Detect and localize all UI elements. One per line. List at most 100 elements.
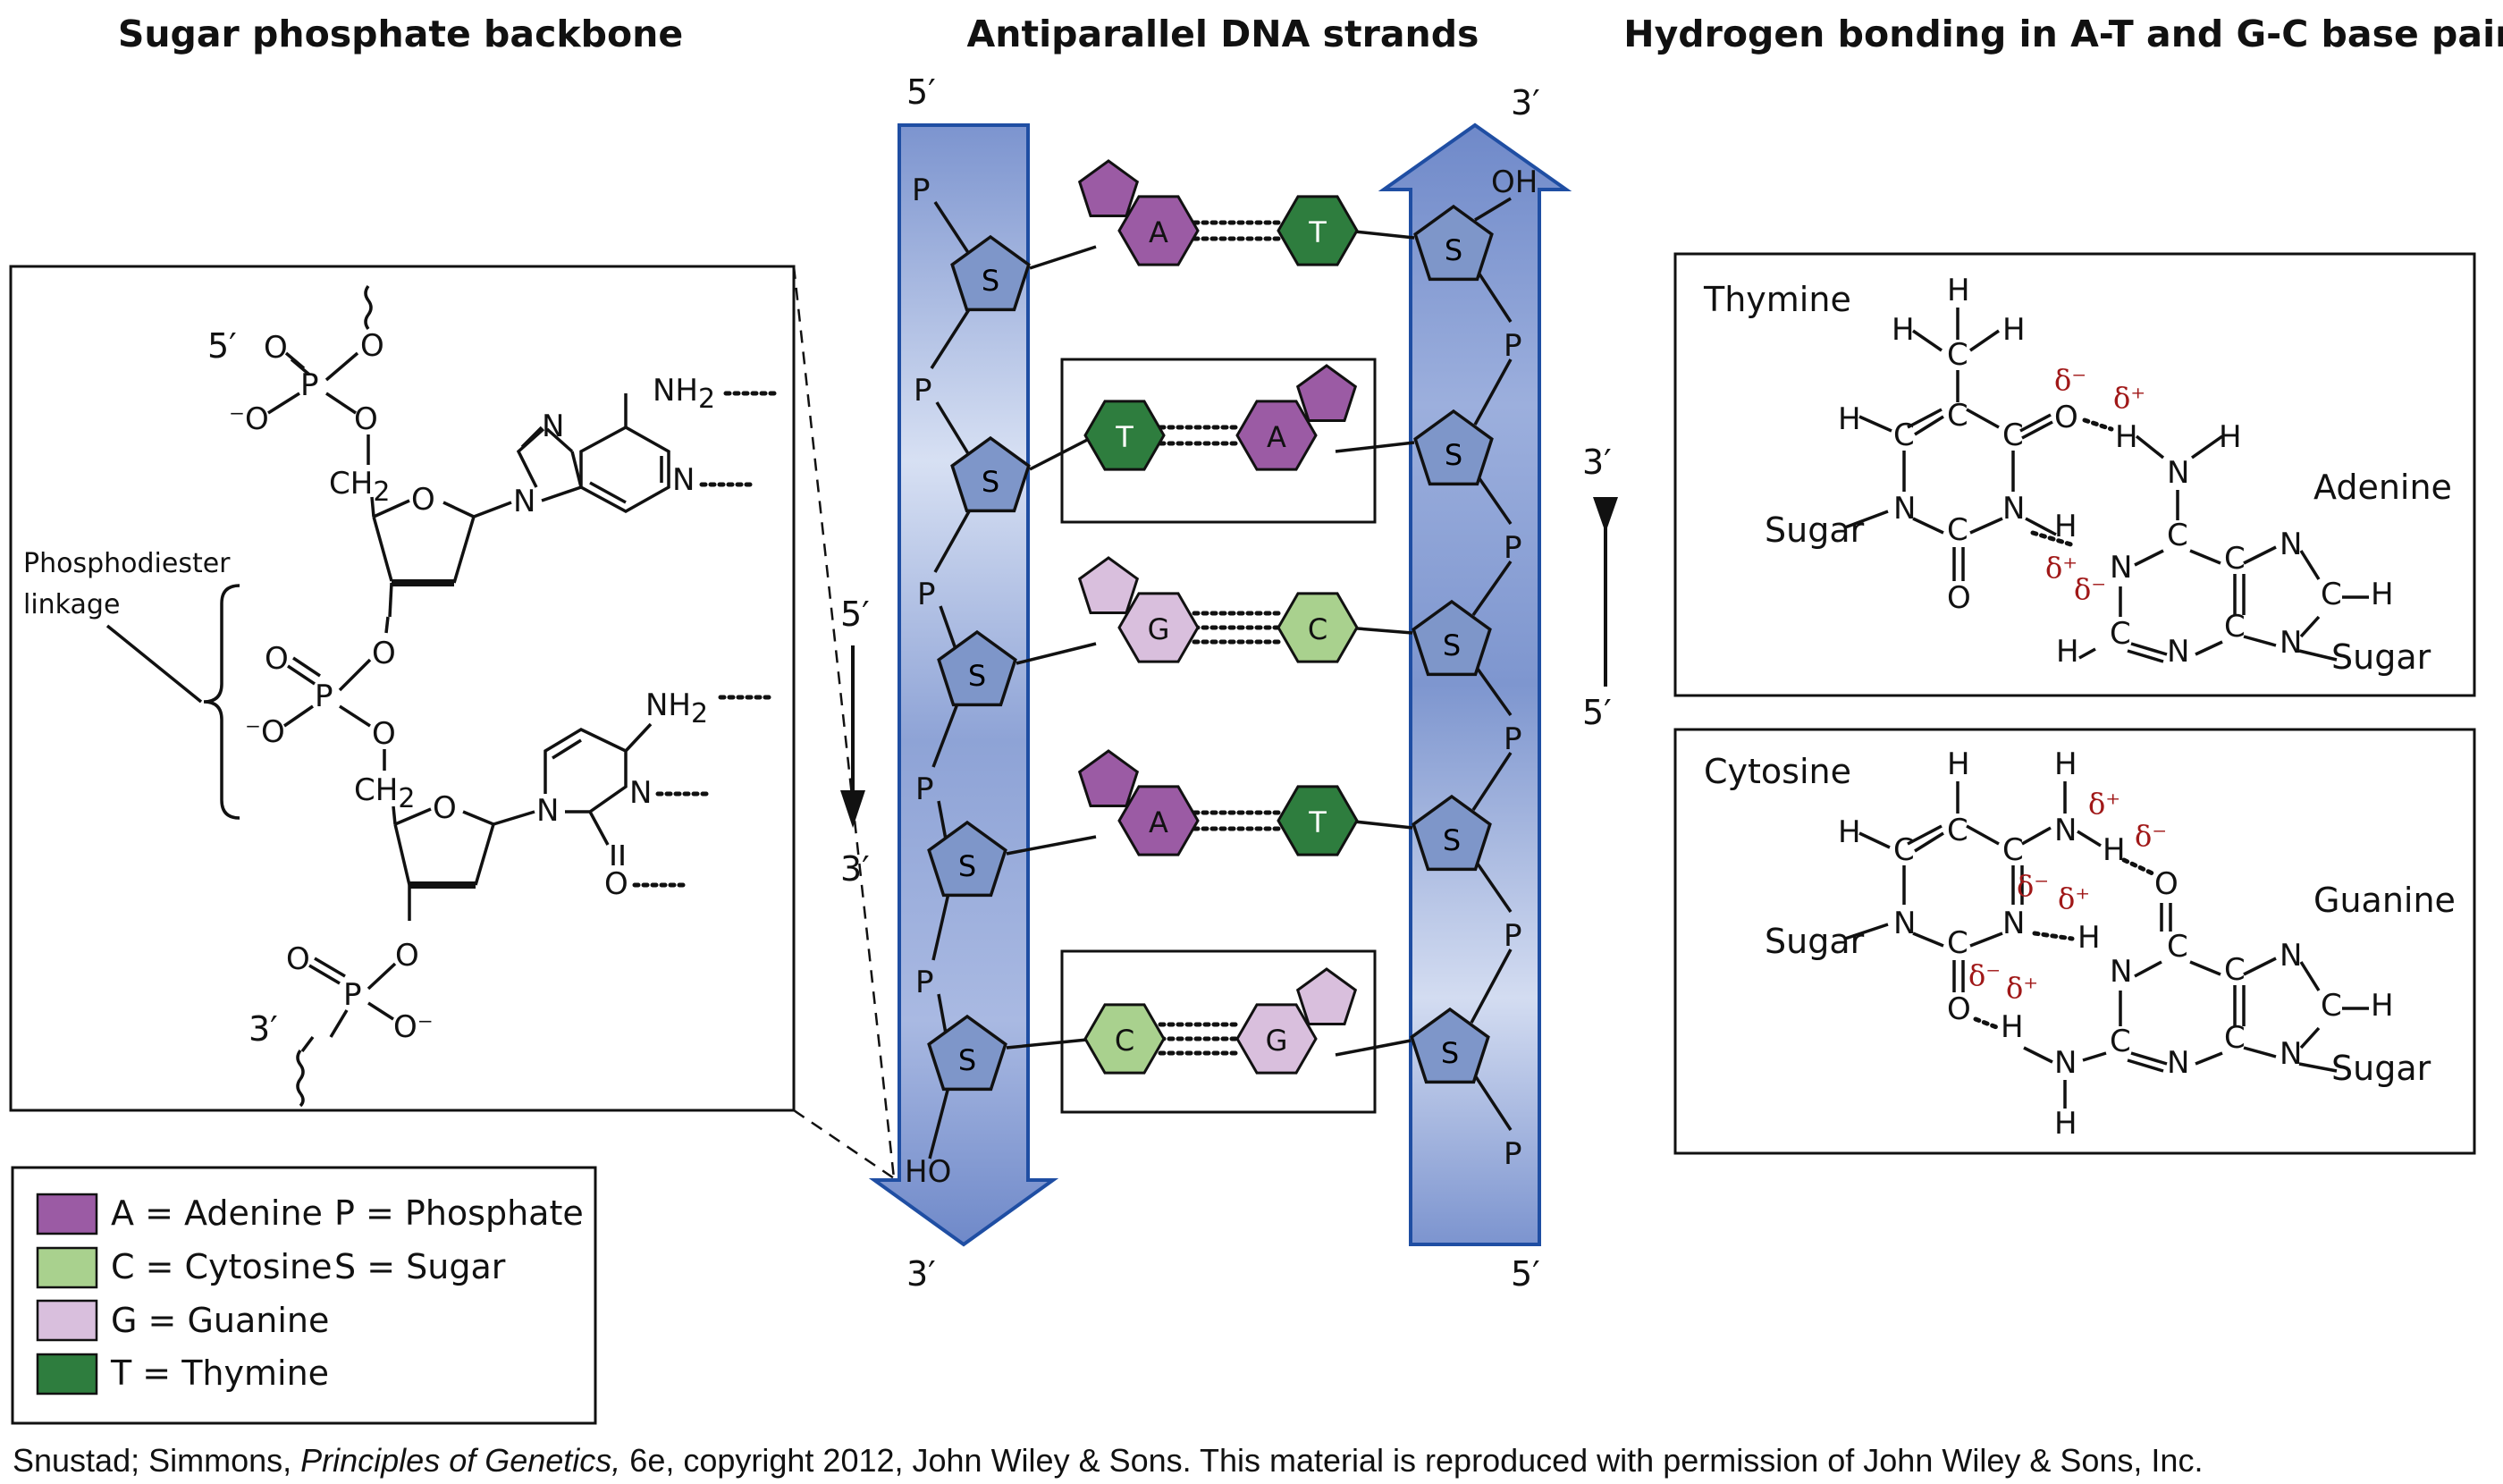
guanine-sugar-label: Sugar [2331, 1049, 2431, 1088]
delta-plus: δ⁺ [2006, 971, 2038, 1005]
base-pentagon [1077, 556, 1140, 614]
h: H [1947, 746, 1970, 782]
base-label-T: T [1115, 420, 1134, 454]
n: N [2002, 491, 2025, 527]
left-arrow-top-label: 5′ [840, 594, 870, 634]
base-T [1083, 400, 1166, 471]
base-label-T: T [1308, 805, 1327, 839]
base-G [1117, 592, 1200, 663]
sugar-label: S [958, 849, 976, 883]
atom-n: N [542, 409, 564, 444]
nh2-bottom: NH2 [645, 687, 708, 729]
sugar-pentagon [1412, 794, 1492, 872]
n: N [1893, 491, 1916, 527]
c: C [2002, 832, 2024, 868]
legend-swatch-thymine [36, 1353, 98, 1395]
base-T [1277, 195, 1359, 266]
phosphate-label: P [912, 173, 931, 208]
atom-minus-o: ⁻O [245, 714, 285, 750]
ch2-bottom: CH2 [354, 772, 415, 814]
atom-n: N [536, 793, 559, 829]
phosphate-label: P [917, 577, 936, 612]
c: C [1893, 417, 1915, 453]
n: N [2167, 455, 2189, 491]
sugar-pentagon [1412, 599, 1492, 677]
nh2-top: NH2 [653, 373, 715, 415]
base-label-C: C [1308, 612, 1327, 646]
base-label-A: A [1149, 215, 1168, 249]
atom-o: O [354, 401, 378, 437]
base-label-A: A [1149, 805, 1168, 839]
left-strand-bottom-label: 3′ [906, 1254, 936, 1294]
legend-cytosine: C = Cytosine [111, 1247, 333, 1286]
phosphodiester-label: Phosphodiester [23, 548, 231, 579]
n: N [2167, 1045, 2189, 1081]
adenine-sugar-label: Sugar [2331, 637, 2431, 677]
right-strand [1378, 122, 1572, 1246]
zoom-line-top [792, 266, 896, 1179]
sugar-pentagon [1413, 204, 1494, 282]
cytosine-sugar-label: Sugar [1765, 922, 1865, 961]
cytosine-guanine-panel: Cytosine Guanine Sugar Sugar H H C H C C… [1673, 728, 2476, 1155]
thymine-adenine-panel: Thymine Adenine Sugar Sugar H H H C H C … [1673, 252, 2476, 697]
base-label-G: G [1266, 1024, 1288, 1058]
legend-swatch-adenine [36, 1193, 98, 1235]
base-label-C: C [1115, 1024, 1134, 1058]
atom-o: O [372, 636, 396, 671]
delta-minus: δ⁻ [2017, 869, 2049, 903]
o: O [2154, 866, 2179, 902]
sugar-label: S [1443, 628, 1461, 662]
sugar-pentagon [927, 1014, 1007, 1092]
n: N [2054, 813, 2077, 848]
phosphate-label: P [1504, 328, 1522, 364]
h: H [2054, 1106, 2077, 1142]
sugar-pentagon [950, 234, 1031, 312]
delta-minus: δ⁻ [2135, 819, 2167, 853]
delta-plus: δ⁺ [2088, 787, 2120, 821]
n: N [2280, 625, 2302, 661]
atom-minus-o: ⁻O [229, 401, 269, 437]
atom-n: N [513, 484, 535, 519]
c: C [2224, 1020, 2246, 1056]
gc-frame [1673, 728, 2476, 1155]
atom-p: P [300, 367, 319, 403]
base-label-G: G [1148, 612, 1170, 646]
legend-swatch-guanine [36, 1299, 98, 1342]
o: O [2054, 400, 2078, 435]
c: C [2167, 929, 2188, 965]
phosphate-label: P [1504, 721, 1522, 757]
pointer-line [105, 624, 203, 704]
n: N [1893, 906, 1916, 941]
h: H [2103, 832, 2126, 868]
sugar-label: S [1445, 233, 1462, 267]
n: N [2280, 1036, 2302, 1072]
oh-label: OH [1491, 164, 1538, 200]
three-prime-label: 3′ [249, 1009, 278, 1049]
sugar-label: S [958, 1043, 976, 1077]
base-pentagon [1077, 159, 1140, 217]
thymine-label: Thymine [1703, 280, 1851, 319]
h: H [2115, 419, 2138, 455]
sugar-label: S [1445, 438, 1462, 472]
c: C [2002, 417, 2024, 453]
legend-frame [11, 1166, 597, 1425]
n: N [2110, 550, 2132, 586]
right-strand-top-label: 3′ [1511, 83, 1540, 122]
n: N [2002, 906, 2025, 941]
phosphate-label: P [1504, 530, 1522, 566]
c: C [2224, 952, 2246, 988]
ch2-top: CH2 [329, 466, 390, 508]
n: N [2110, 954, 2132, 990]
sugar-pentagon [937, 629, 1017, 707]
right-strand-bottom-label: 5′ [1511, 1254, 1540, 1294]
atom-n: N [672, 462, 695, 498]
wavy-bond-top [364, 284, 373, 331]
atom-p: P [343, 977, 362, 1013]
wavy-bond-bottom [296, 1049, 305, 1108]
c: C [1947, 337, 1968, 373]
phosphate-label: P [914, 373, 932, 409]
legend-adenine: A = Adenine [111, 1193, 323, 1233]
legend-sugar: S = Sugar [334, 1247, 506, 1286]
